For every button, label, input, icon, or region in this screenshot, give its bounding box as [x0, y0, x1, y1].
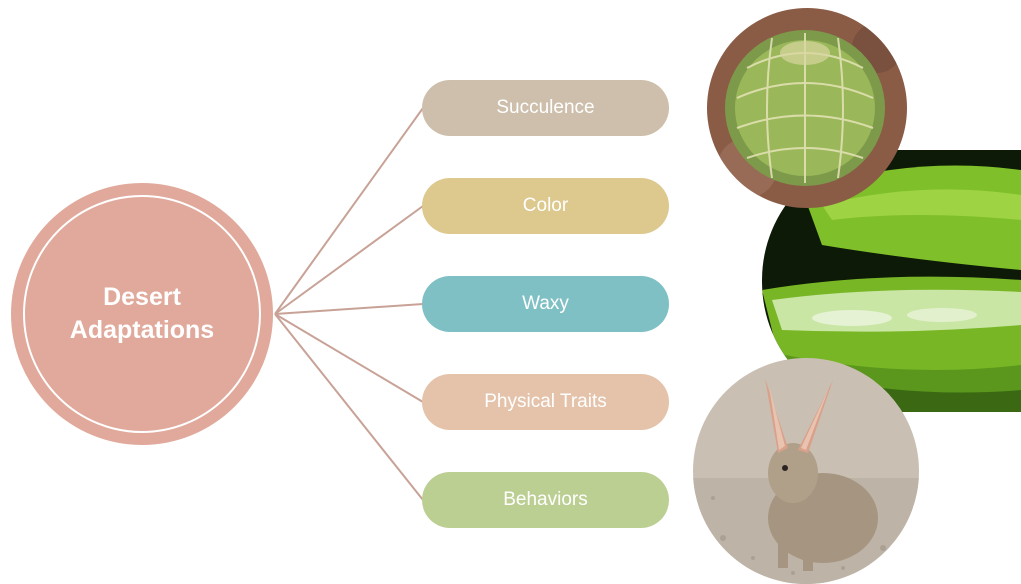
- branch-label: Succulence: [496, 97, 594, 119]
- jackrabbit-photo: [693, 358, 919, 584]
- branch-behaviors: Behaviors: [422, 472, 669, 528]
- central-topic-line-1: Desert: [11, 281, 273, 314]
- connector-succulence: [275, 108, 423, 314]
- branch-color: Color: [422, 178, 669, 234]
- connector-color: [275, 206, 423, 314]
- branch-label: Behaviors: [503, 489, 588, 511]
- connector-behaviors: [275, 314, 423, 500]
- branch-label: Physical Traits: [484, 391, 606, 413]
- central-topic-line-2: Adaptations: [11, 314, 273, 347]
- central-topic-label: Desert Adaptations: [11, 281, 273, 347]
- branch-label: Color: [523, 195, 568, 217]
- branch-physical-traits: Physical Traits: [422, 374, 669, 430]
- connector-physical-traits: [275, 314, 423, 402]
- branch-label: Waxy: [522, 293, 569, 315]
- branch-waxy: Waxy: [422, 276, 669, 332]
- branch-succulence: Succulence: [422, 80, 669, 136]
- barrel-cactus-photo: [707, 8, 907, 208]
- central-topic-circle: Desert Adaptations: [11, 183, 273, 445]
- connector-waxy: [275, 304, 423, 314]
